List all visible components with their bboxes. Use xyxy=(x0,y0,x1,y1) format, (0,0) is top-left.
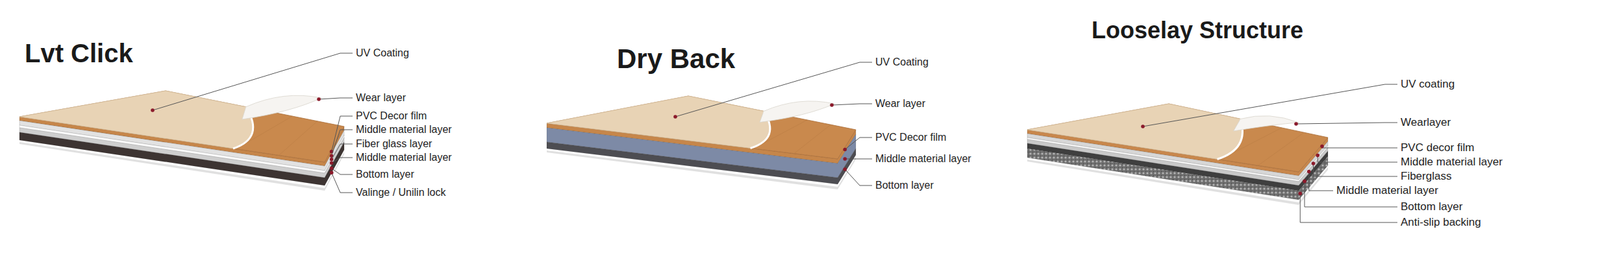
leader-path xyxy=(331,172,354,193)
leader-path xyxy=(1313,163,1399,177)
leader-path xyxy=(844,169,873,186)
decor-film-top xyxy=(1027,103,1328,173)
decor-film-top xyxy=(546,96,856,160)
wear-layer xyxy=(1027,103,1243,160)
floor-plank xyxy=(19,90,345,191)
leader-path xyxy=(1322,146,1398,149)
leader-path xyxy=(844,137,873,150)
leader-dot xyxy=(842,148,847,152)
layer-label: UV Coating xyxy=(875,56,929,69)
wood-grain xyxy=(1257,132,1304,166)
layer-label: Wearlayer xyxy=(1400,116,1451,130)
layer-label: Middle material layer xyxy=(355,124,452,136)
leader-dot xyxy=(1320,144,1325,149)
leader-dot xyxy=(329,166,334,171)
peeled-wear-layer xyxy=(1233,116,1299,132)
floor-plank xyxy=(1027,103,1328,206)
leader-path xyxy=(1317,155,1398,163)
layer-label: Fiber glass layer xyxy=(355,138,432,150)
leader-dot xyxy=(842,157,847,162)
leader-dot xyxy=(1298,192,1302,197)
leader-dot xyxy=(316,97,321,102)
leader-dot xyxy=(673,114,678,119)
layer-label: Wear layer xyxy=(875,98,926,110)
leader-line xyxy=(1315,153,1398,163)
leader-dot xyxy=(150,108,155,113)
floor-plank xyxy=(546,96,856,190)
leader-line xyxy=(150,53,353,113)
layer-label: Middle material layer xyxy=(1400,155,1503,169)
leader-path xyxy=(318,98,353,100)
leader-dot xyxy=(1302,179,1307,184)
wood-grain xyxy=(279,121,318,156)
leader-path xyxy=(331,157,354,163)
layer-label: PVC decor film xyxy=(1400,141,1475,155)
leader-line xyxy=(842,167,873,186)
leader-dot xyxy=(329,170,334,175)
leader-line xyxy=(1307,170,1334,191)
layer-label: PVC Decor film xyxy=(355,110,427,123)
layer-label: Wear layer xyxy=(355,92,406,104)
layer-label: Valinge / Unilin lock xyxy=(355,187,446,199)
leader-path xyxy=(1296,122,1398,125)
leader-line xyxy=(1311,161,1398,177)
wear-layer xyxy=(546,96,771,149)
leader-path xyxy=(1142,84,1398,127)
panel-title: Lvt Click xyxy=(24,38,134,69)
leader-path xyxy=(844,159,873,160)
leader-path xyxy=(1309,171,1334,191)
leader-line xyxy=(329,144,353,162)
leader-line xyxy=(1294,122,1398,126)
leader-dot xyxy=(842,167,847,172)
leader-dot xyxy=(1311,161,1316,166)
leader-line xyxy=(329,166,353,175)
peeled-wear-layer xyxy=(759,101,835,123)
panel-title: Looselay Structure xyxy=(1091,16,1304,44)
leader-dot xyxy=(829,103,834,108)
leader-path xyxy=(1300,193,1398,223)
leader-path xyxy=(331,129,354,156)
leader-line xyxy=(842,157,873,162)
wear-layer xyxy=(19,90,254,149)
layer-label: Bottom layer xyxy=(1400,200,1463,214)
leader-dot xyxy=(329,157,334,162)
leader-line xyxy=(1320,144,1398,149)
leader-dot xyxy=(1315,153,1320,158)
layer-label: Middle material layer xyxy=(875,153,972,165)
layer-label: Bottom layer xyxy=(875,179,934,192)
leader-dot xyxy=(1140,124,1145,129)
wood-grain xyxy=(794,124,832,154)
leader-path xyxy=(152,53,353,111)
leader-line xyxy=(316,97,353,102)
leader-line xyxy=(829,103,873,108)
layer-label: PVC Decor film xyxy=(875,131,947,144)
leader-path xyxy=(331,144,354,160)
layer-label: Middle material layer xyxy=(1336,184,1439,198)
leader-dot xyxy=(1294,122,1299,126)
leader-line xyxy=(329,170,353,193)
leader-path xyxy=(331,168,354,175)
leader-dot xyxy=(329,161,334,165)
layer-label: Middle material layer xyxy=(355,151,452,164)
layer-label: UV Coating xyxy=(355,47,410,60)
panel-title: Dry Back xyxy=(616,43,736,75)
layer-label: Bottom layer xyxy=(355,168,415,181)
layer-label: UV coating xyxy=(1400,77,1455,91)
layer-label: Fiberglass xyxy=(1400,170,1452,184)
leader-line xyxy=(842,137,873,152)
leader-dot xyxy=(1307,170,1312,175)
leader-line xyxy=(1140,84,1398,129)
leader-line xyxy=(329,116,353,154)
layer-label: Anti-slip backing xyxy=(1400,216,1482,230)
leader-line xyxy=(329,157,353,165)
leader-path xyxy=(831,103,873,106)
peeled-wear-layer xyxy=(242,95,322,120)
